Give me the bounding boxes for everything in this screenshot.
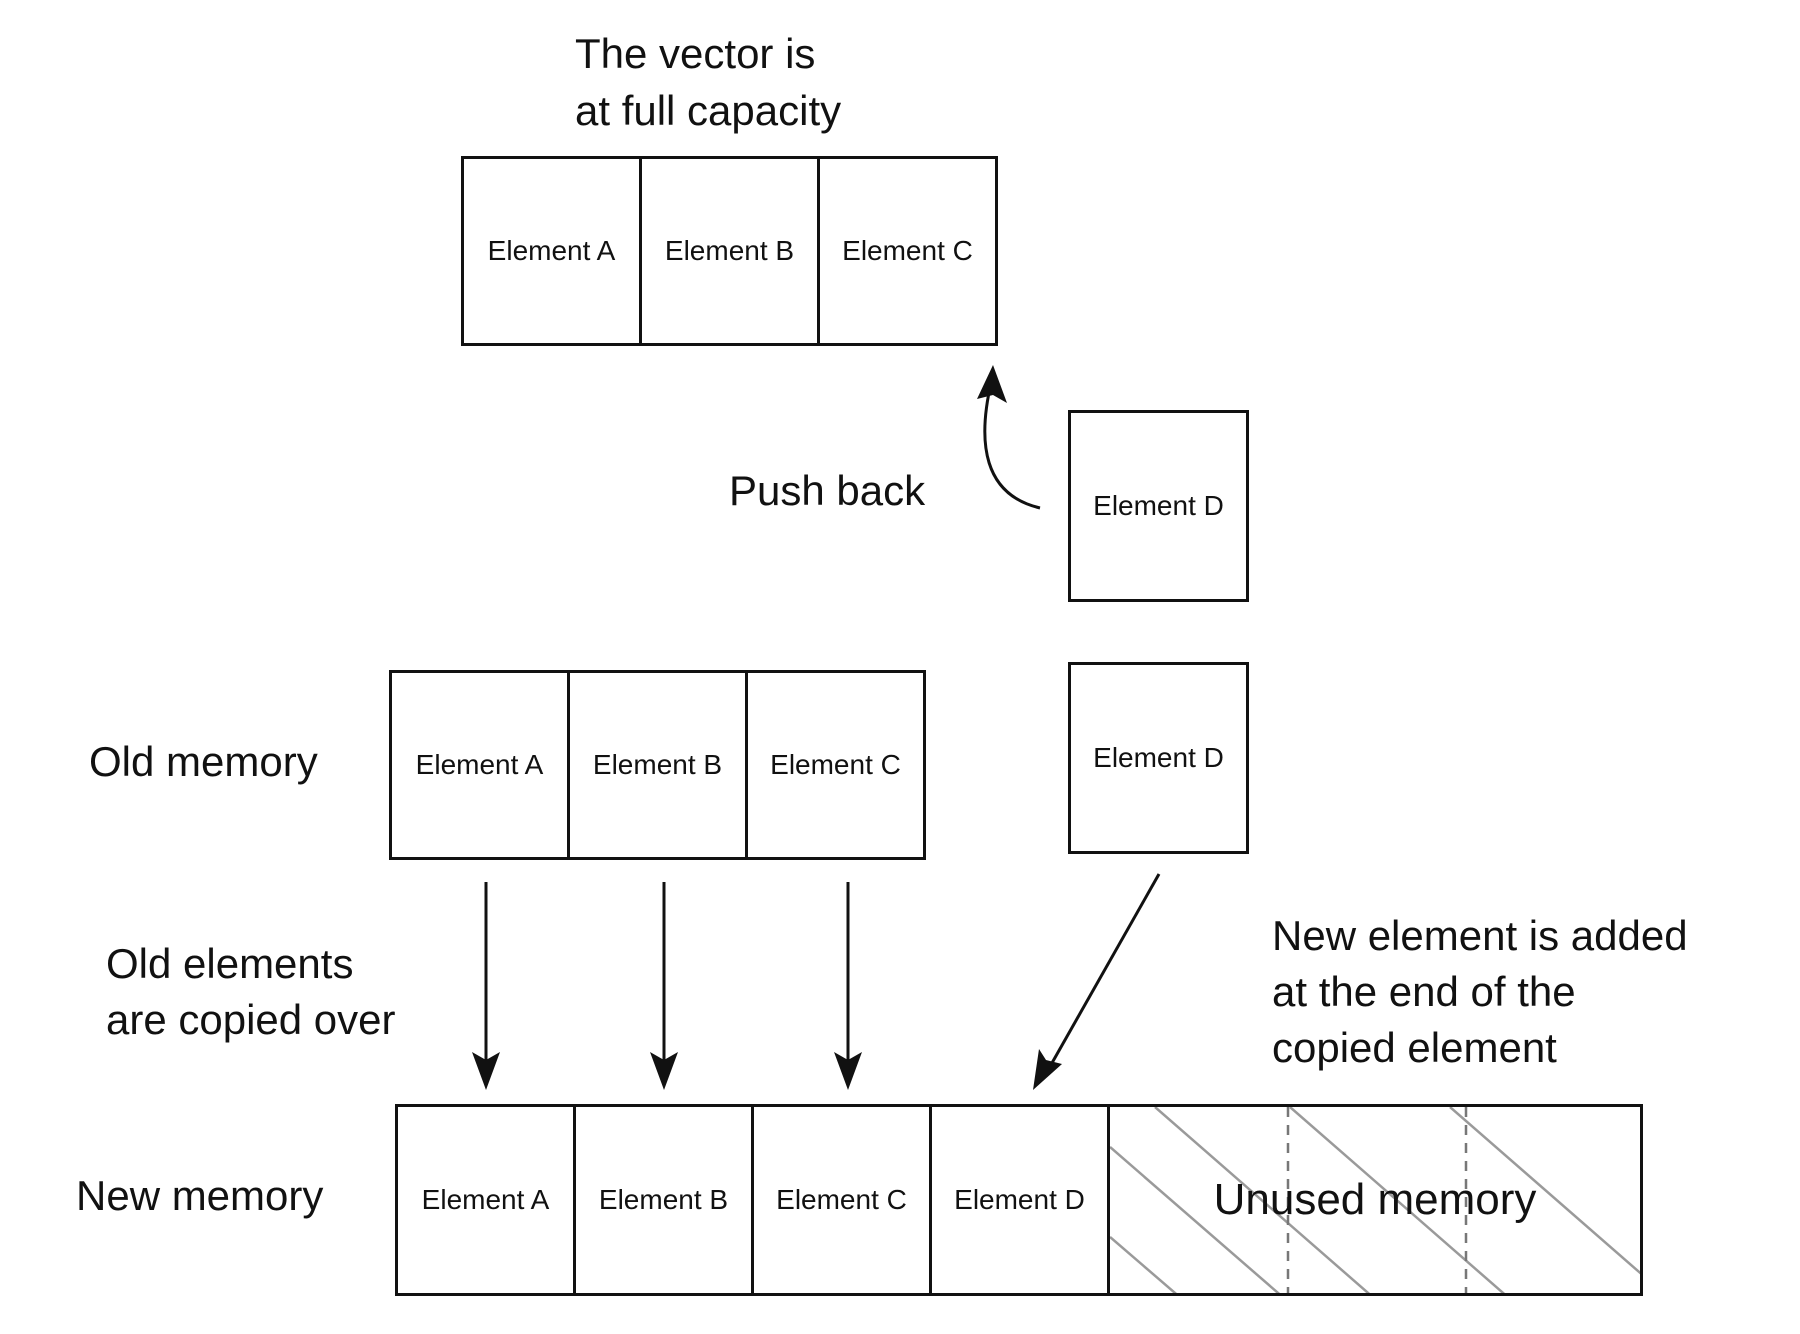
old-memory-cell-c: Element C: [745, 670, 926, 860]
copy-arrowhead-a: [472, 1052, 500, 1090]
copy-arrowhead-c: [834, 1052, 862, 1090]
new-memory-cell-b: Element B: [573, 1104, 754, 1296]
copied-label-line2: are copied over: [106, 996, 396, 1043]
unused-memory-hatching: [1110, 1107, 1640, 1293]
copied-label-line1: Old elements: [106, 940, 354, 987]
push-back-arrow: [983, 374, 1041, 510]
unused-memory-block: Unused memory: [1107, 1104, 1643, 1296]
new-memory-cell-a: Element A: [395, 1104, 576, 1296]
full-vector-cell-a: Element A: [461, 156, 642, 346]
add-arrow-d: [1046, 873, 1161, 1071]
full-vector-cell-b: Element B: [639, 156, 820, 346]
unused-memory-label: Unused memory: [1213, 1175, 1537, 1224]
push-back-arrowhead: [977, 365, 1007, 403]
copy-arrowhead-b: [650, 1052, 678, 1090]
push-back-label: Push back: [729, 467, 926, 514]
pushed-element: Element D: [1068, 410, 1249, 602]
old-memory-label: Old memory: [89, 738, 318, 785]
new-memory-cell-c: Element C: [751, 1104, 932, 1296]
new-memory-cell-d: Element D: [929, 1104, 1110, 1296]
capacity-label-line1: The vector is: [575, 30, 816, 77]
added-label-line1: New element is added: [1272, 912, 1688, 959]
pending-element: Element D: [1068, 662, 1249, 854]
add-arrowhead-d: [1033, 1049, 1062, 1090]
added-label-line2: at the end of the: [1272, 968, 1576, 1015]
added-label-line3: copied element: [1272, 1024, 1557, 1071]
full-vector-cell-c: Element C: [817, 156, 998, 346]
capacity-label-line2: at full capacity: [575, 87, 842, 134]
new-memory-label: New memory: [76, 1172, 324, 1219]
